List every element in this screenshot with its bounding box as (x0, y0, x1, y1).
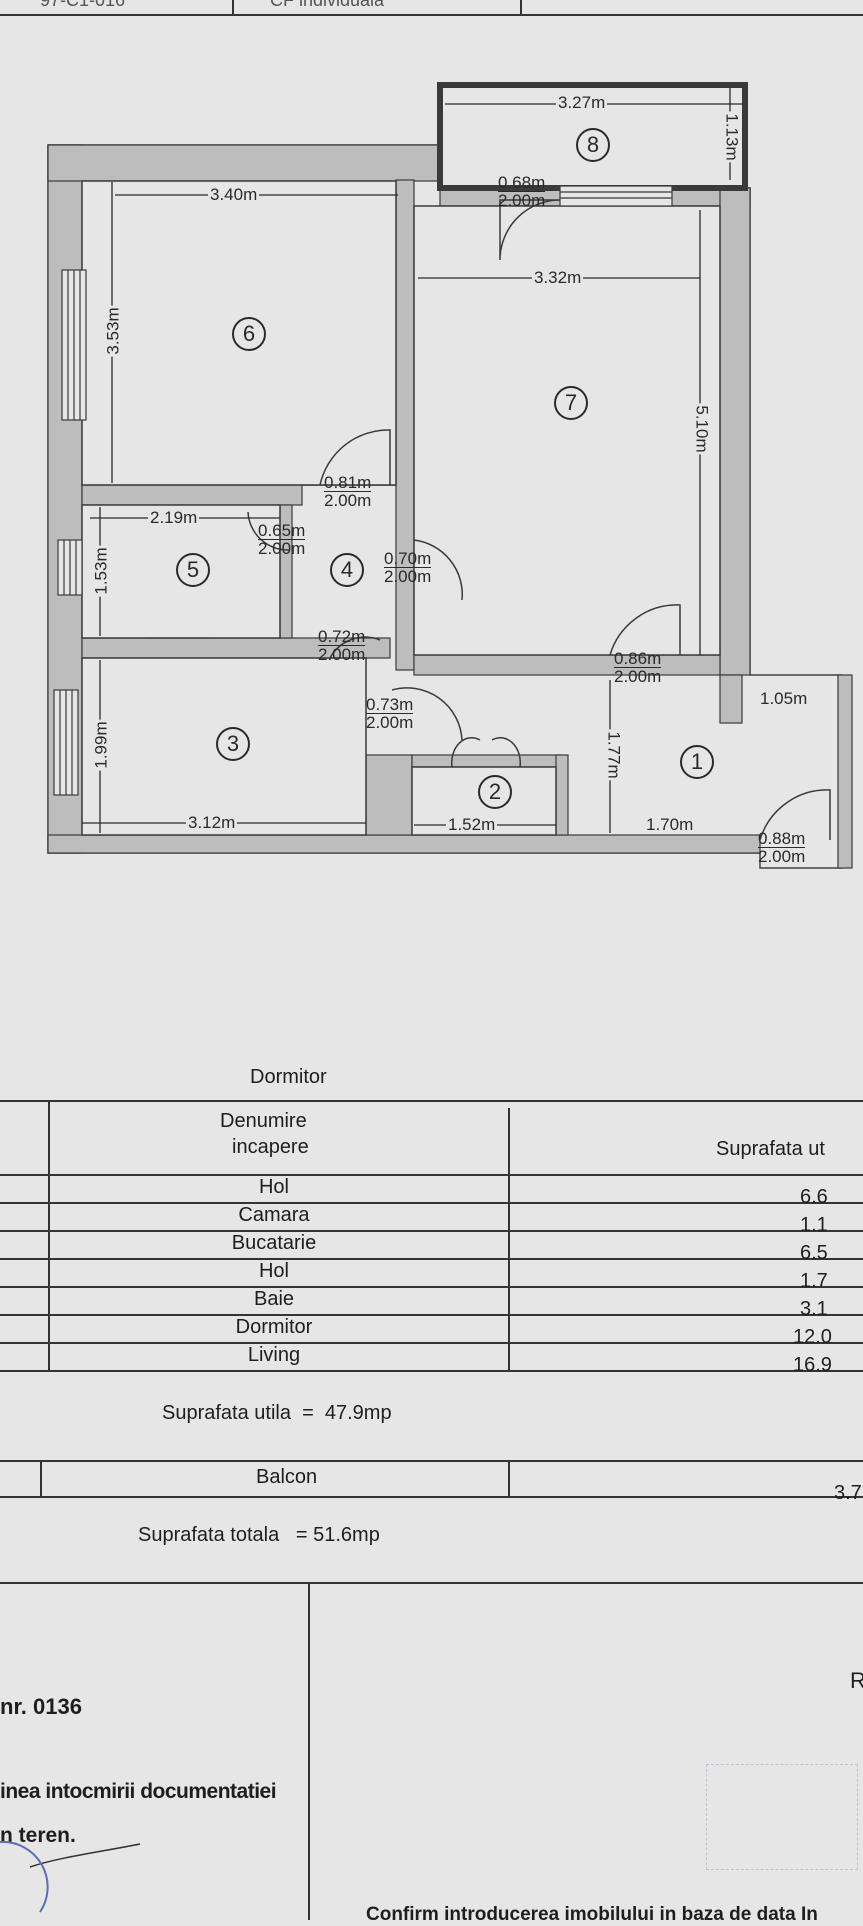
door-arc-r7 (609, 604, 681, 656)
table-row-area: 12.0 (793, 1326, 832, 1348)
room-label-1: 1 (680, 745, 714, 779)
wall-right-lower (837, 674, 853, 869)
door-arc-r4-b (413, 539, 464, 601)
door-arc-r3-a (329, 636, 381, 659)
table-caption: Dormitor (250, 1066, 327, 1088)
floor-plan (47, 82, 853, 869)
footer-line2: n teren. (0, 1824, 76, 1847)
room-label-8: 8 (576, 128, 610, 162)
signature-stroke (29, 1843, 141, 1868)
table-row-area: 16.9 (793, 1354, 832, 1376)
room-label-7: 7 (554, 386, 588, 420)
dim-room2-width: 1.52m (446, 815, 498, 834)
col-header-name-l2: incapere (232, 1136, 309, 1158)
table-row-name: Dormitor (235, 1316, 313, 1338)
wall-r3-right (365, 754, 413, 836)
door-arc-balcony (499, 199, 561, 261)
door-arc-r6 (319, 429, 391, 486)
door-arc-r2-r (491, 737, 522, 768)
footer-line1: inea intocmirii documentatiei (0, 1780, 277, 1803)
wall-mid-vertical (395, 179, 415, 671)
table-row-name: Bucatarie (231, 1232, 317, 1254)
area-table: Denumire incapere Suprafata ut Hol 6.6 C… (0, 1100, 863, 1380)
table-row-name: Camara (238, 1204, 310, 1226)
door-arc-r3-b (391, 687, 463, 741)
wall-bottom (47, 834, 761, 854)
wall-r2-top (411, 754, 563, 768)
wall-top-left (47, 144, 441, 182)
header-cell-left: 97-C1-016 (40, 0, 126, 10)
table-row-area: 1.1 (800, 1214, 828, 1236)
seal-icon (0, 1840, 49, 1913)
footer-nr: nr. 0136 (0, 1694, 82, 1719)
table-row-name: Baie (253, 1288, 295, 1310)
footer-box: nr. 0136 inea intocmirii documentatiei n… (0, 1582, 863, 1925)
balcony-row-name: Balcon (256, 1466, 318, 1488)
balcony-table: Balcon 3.7 (0, 1460, 863, 1504)
door-arc-r2-l (450, 737, 481, 768)
dim-balcony-width: 3.27m (556, 93, 608, 112)
header-cell-right: CF individuala (270, 0, 385, 10)
dim-room3-height: 1.99m (91, 719, 111, 771)
useful-area-total: Suprafata utila = 47.9mp (162, 1402, 392, 1424)
table-row-area: 6.5 (800, 1242, 828, 1264)
wall-r2-right (555, 754, 569, 836)
room-label-2: 2 (478, 775, 512, 809)
room-label-4: 4 (330, 553, 364, 587)
wall-r6-bottom (81, 484, 303, 506)
window-balcony-door (559, 185, 673, 207)
dim-room6-width: 3.40m (208, 185, 260, 204)
wall-r7-bottom (413, 654, 721, 676)
stamp (706, 1764, 858, 1870)
room-label-6: 6 (232, 317, 266, 351)
table-row-area: 6.6 (800, 1186, 828, 1208)
room-label-5: 5 (176, 553, 210, 587)
wall-entry-stub (719, 674, 743, 724)
table-row-name: Hol (258, 1176, 289, 1198)
footer-right-letter: R (850, 1668, 863, 1693)
wall-right (719, 187, 751, 676)
col-header-area: Suprafata ut (716, 1138, 825, 1160)
table-row-area: 3.1 (800, 1298, 828, 1320)
room-label-3: 3 (216, 727, 250, 761)
dim-room7-width: 3.32m (532, 268, 584, 287)
door-arc-entry (759, 789, 831, 841)
dim-room5-height: 1.53m (91, 545, 111, 597)
col-header-name-l1: Denumire (220, 1110, 307, 1132)
dim-balcony-height: 1.13m (722, 111, 742, 163)
header-strip: 97-C1-016 CF individuala (0, 0, 863, 16)
balcony-row-area: 3.7 (834, 1482, 862, 1504)
dim-room1-width: 1.70m (644, 815, 696, 834)
table-row-area: 1.7 (800, 1270, 828, 1292)
table-row-name: Hol (258, 1260, 289, 1282)
dim-room5-width: 2.19m (148, 508, 200, 527)
dim-room7-height: 5.10m (692, 403, 712, 455)
dim-room6-height: 3.53m (103, 305, 123, 357)
footer-confirm: Confirm introducerea imobilului in baza … (366, 1904, 818, 1925)
dim-room1-height: 1.77m (604, 729, 624, 781)
dim-room3-width: 3.12m (186, 813, 238, 832)
dim-room1-side: 1.05m (758, 689, 810, 708)
table-row-name: Living (247, 1344, 301, 1366)
grand-total: Suprafata totala = 51.6mp (138, 1524, 380, 1546)
